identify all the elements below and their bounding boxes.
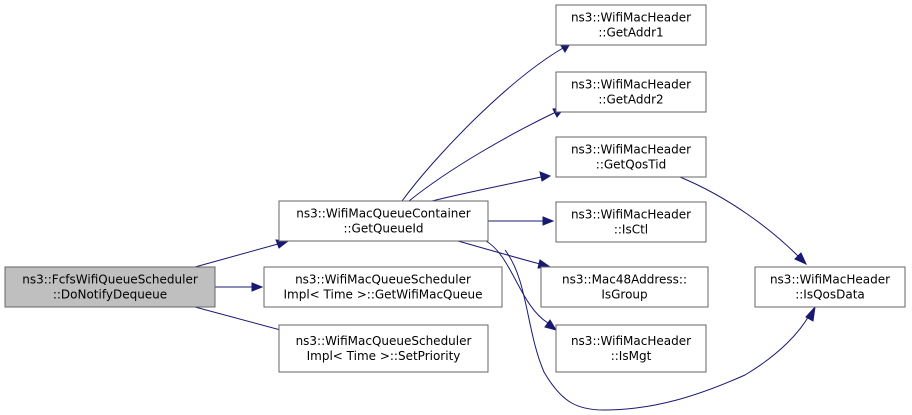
node-box[interactable]	[754, 266, 906, 308]
node-label-line: ns3::WifiMacHeader	[571, 334, 691, 348]
edge-line	[194, 243, 279, 268]
node-label-line: ::DoNotifyDequeue	[53, 288, 167, 302]
arrowhead-icon	[794, 252, 808, 266]
arrowhead-icon	[251, 282, 264, 292]
node-label-line: ns3::Mac48Address::	[562, 273, 687, 287]
node-is-qos-data[interactable]: ns3::WifiMacHeader::IsQosData	[754, 266, 906, 308]
node-label-line: ::IsQosData	[795, 288, 865, 302]
node-box[interactable]	[278, 200, 489, 242]
edge-get-qos-tid-to-is-qos-data	[679, 176, 808, 266]
node-label-line: ns3::WifiMacHeader	[571, 11, 691, 25]
node-label-line: ::IsCtl	[614, 223, 648, 237]
node-box[interactable]	[555, 136, 707, 178]
edge-do-notify-dequeue-to-get-queue-id	[194, 239, 290, 268]
node-label-line: ns3::WifiMacQueueScheduler	[295, 273, 471, 287]
edge-line	[485, 240, 549, 324]
node-label-line: ns3::WifiMacHeader	[770, 273, 890, 287]
edge-get-queue-id-to-is-ctl	[488, 216, 555, 226]
node-label-line: Impl< Time >::SetPriority	[307, 349, 461, 363]
node-get-queue-id[interactable]: ns3::WifiMacQueueContainer::GetQueueId	[278, 200, 489, 242]
node-label-line: ::IsMgt	[611, 349, 652, 363]
edge-get-queue-id-to-is-mgt	[485, 240, 558, 331]
node-label-line: ns3::WifiMacHeader	[571, 78, 691, 92]
edge-line	[408, 111, 557, 202]
edge-line	[401, 47, 564, 202]
node-is-ctl[interactable]: ns3::WifiMacHeader::IsCtl	[555, 201, 707, 243]
arrowhead-icon	[539, 171, 552, 182]
node-label-line: ::GetAddr1	[598, 26, 663, 40]
node-get-addr2[interactable]: ns3::WifiMacHeader::GetAddr2	[555, 71, 707, 113]
node-label-line: ::GetQueueId	[343, 222, 423, 236]
node-is-mgt[interactable]: ns3::WifiMacHeader::IsMgt	[555, 324, 707, 373]
node-label-line: ns3::WifiMacQueueContainer	[296, 207, 471, 221]
arrowhead-icon	[805, 305, 816, 322]
node-do-notify-dequeue: ns3::FcfsWifiQueueScheduler::DoNotifyDeq…	[4, 266, 216, 308]
node-label-line: ::GetAddr2	[598, 93, 663, 107]
node-is-group[interactable]: ns3::Mac48Address::IsGroup	[540, 266, 709, 308]
node-box[interactable]	[555, 324, 707, 373]
edge-line	[504, 249, 811, 411]
edge-get-queue-id-to-is-group	[457, 240, 552, 269]
node-label-line: ns3::FcfsWifiQueueScheduler	[22, 273, 198, 287]
node-label-line: ::GetQosTid	[596, 158, 666, 172]
node-box[interactable]	[555, 201, 707, 243]
arrowhead-icon	[542, 216, 555, 226]
node-box[interactable]	[555, 71, 707, 113]
node-box[interactable]	[278, 324, 489, 373]
node-label-line: ns3::WifiMacHeader	[571, 143, 691, 157]
node-get-addr1[interactable]: ns3::WifiMacHeader::GetAddr1	[555, 4, 707, 46]
node-box[interactable]	[263, 266, 503, 308]
node-label-line: ns3::WifiMacHeader	[571, 208, 691, 222]
node-get-qos-tid[interactable]: ns3::WifiMacHeader::GetQosTid	[555, 136, 707, 178]
edge-get-queue-id-to-get-qos-tid	[431, 171, 552, 202]
node-box	[4, 266, 216, 308]
edge-get-queue-id-to-get-addr2	[408, 107, 566, 202]
arrowhead-icon	[544, 319, 558, 331]
node-label-line: IsGroup	[601, 288, 647, 302]
edge-line	[194, 306, 289, 333]
edge-line	[431, 176, 542, 202]
edge-line	[679, 176, 800, 258]
node-label-line: ns3::WifiMacQueueScheduler	[296, 334, 472, 348]
node-label-line: Impl< Time >::GetWifiMacQueue	[284, 288, 483, 302]
edge-get-queue-id-to-is-qos-data	[504, 249, 816, 411]
node-box[interactable]	[540, 266, 709, 308]
edge-do-notify-dequeue-to-get-wifi-mac-queue	[215, 282, 264, 292]
nodes-layer: ns3::FcfsWifiQueueScheduler::DoNotifyDeq…	[4, 4, 906, 373]
node-box[interactable]	[555, 4, 707, 46]
